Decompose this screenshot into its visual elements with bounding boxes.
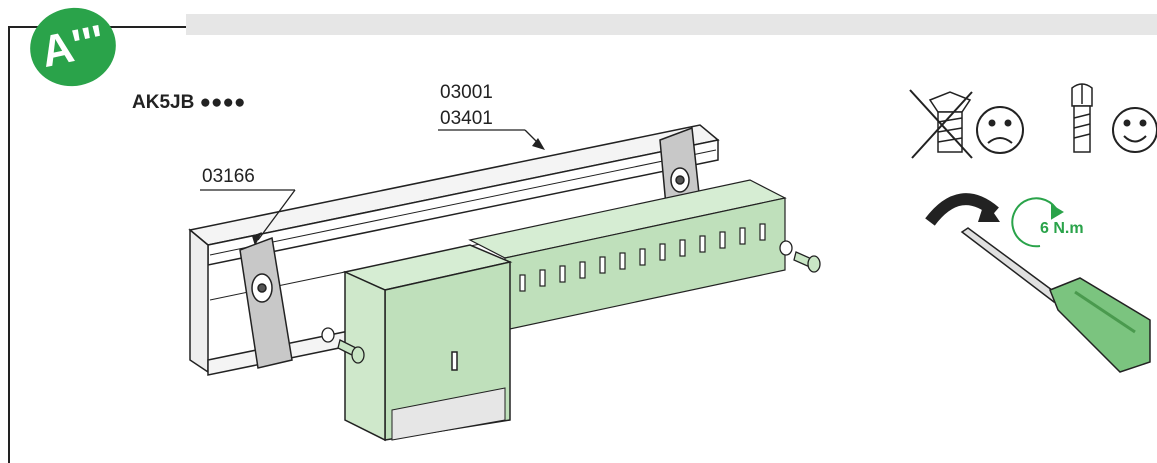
- rotation-arrow-icon: [925, 193, 1000, 226]
- part-label-03166: 03166: [202, 166, 255, 187]
- terminal-block-bank: [468, 179, 787, 331]
- screw-crossed-icon: [909, 89, 973, 159]
- sad-face-icon: [976, 106, 1024, 154]
- happy-face-icon: [1112, 107, 1157, 153]
- screwdriver-icon: [960, 227, 1151, 373]
- leader-arrowhead: [252, 232, 262, 246]
- screw-ok-icon: [1071, 83, 1093, 153]
- part-label-03001: 03001: [440, 82, 493, 103]
- leader-arrowhead: [532, 138, 545, 150]
- product-code-label: AK5JB ●●●●: [132, 92, 246, 113]
- torque-arrow-icon: [1011, 197, 1064, 248]
- mounting-screw-right: [779, 240, 821, 273]
- part-label-03401: 03401: [440, 108, 493, 129]
- frame-left-line: [8, 26, 10, 463]
- end-stop-left: [239, 236, 293, 369]
- mounting-screw-left: [321, 327, 365, 364]
- header-band: [186, 14, 1157, 35]
- protective-cover: [342, 244, 513, 442]
- torque-label: 6 N.m: [1040, 220, 1084, 237]
